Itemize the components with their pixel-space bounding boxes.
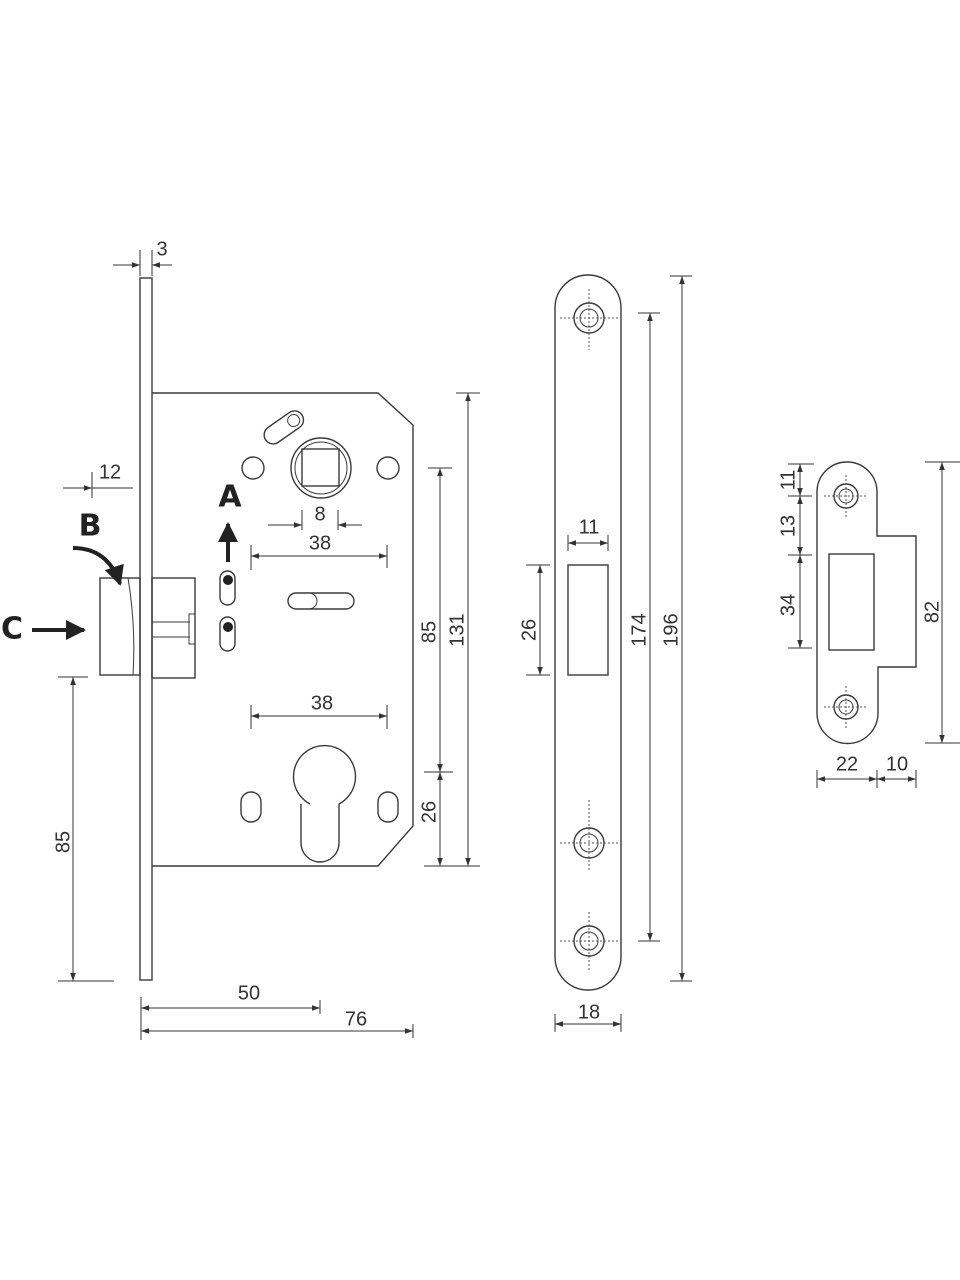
dim-short-strike-widths: 22 10	[816, 753, 917, 788]
svg-text:174: 174	[628, 613, 650, 646]
dim-short-strike-length: 82	[921, 461, 960, 744]
bolt-slot	[219, 570, 236, 652]
screw-hole	[376, 456, 400, 480]
dim-cylinder-holes: 38	[250, 692, 388, 729]
screw-hole	[560, 800, 618, 872]
fixing-slot	[240, 791, 262, 823]
screw-hole	[560, 289, 618, 350]
dim-latch-projection: 12	[63, 461, 133, 498]
long-strike-plate	[554, 274, 622, 991]
arrow-b-icon	[72, 546, 124, 586]
dim-cylinder-to-bottom: 26	[418, 772, 443, 866]
horizontal-slot	[287, 592, 355, 610]
latch-bolt	[99, 577, 196, 679]
euro-cylinder-cutout	[292, 744, 357, 863]
fixing-slot	[377, 791, 399, 823]
svg-text:50: 50	[238, 982, 260, 1004]
svg-text:13: 13	[777, 515, 799, 537]
svg-text:26: 26	[418, 801, 440, 823]
svg-text:3: 3	[156, 238, 167, 260]
dim-strike-width: 18	[554, 1001, 622, 1032]
dim-strike-opening-width: 11	[567, 516, 609, 551]
strike-opening	[828, 553, 875, 651]
tilted-slot	[263, 410, 305, 445]
svg-text:82: 82	[921, 601, 943, 623]
lock-body	[99, 277, 414, 981]
dim-strike-length: 196	[660, 275, 692, 982]
svg-text:22: 22	[836, 753, 858, 775]
dim-case-depth: 76	[141, 1008, 414, 1038]
faceplate	[139, 277, 153, 981]
svg-text:85: 85	[52, 831, 74, 853]
svg-text:11: 11	[777, 470, 799, 491]
dim-faceplate-thickness: 3	[113, 238, 172, 276]
svg-text:8: 8	[314, 503, 325, 525]
svg-text:131: 131	[446, 613, 468, 646]
short-strike-plate	[816, 461, 917, 745]
svg-text:85: 85	[418, 621, 440, 643]
screw-hole	[824, 475, 868, 518]
dim-spindle-square: 8	[268, 503, 362, 530]
svg-text:12: 12	[99, 461, 121, 483]
dim-strike-opening-height: 26	[518, 564, 550, 676]
svg-text:11: 11	[579, 516, 600, 538]
svg-text:26: 26	[518, 619, 540, 641]
svg-text:10: 10	[886, 753, 908, 775]
dim-latch-to-bottom: 85	[52, 676, 114, 982]
label-a: A	[218, 480, 242, 515]
label-c: C	[1, 612, 23, 647]
lock-case	[152, 392, 414, 867]
svg-text:38: 38	[311, 692, 333, 714]
spindle-hub	[290, 437, 352, 499]
dim-short-strike-vertical: 11 13 34	[777, 463, 814, 649]
label-b: B	[79, 509, 102, 544]
svg-text:18: 18	[578, 1001, 600, 1023]
dim-strike-hole-spacing: 174	[628, 312, 660, 942]
svg-text:76: 76	[345, 1008, 367, 1030]
dim-case-height: 131	[424, 392, 480, 867]
strike-opening	[567, 564, 609, 676]
svg-text:34: 34	[777, 594, 799, 616]
dim-spindle-holes: 38	[250, 532, 388, 570]
svg-text:38: 38	[309, 532, 331, 554]
screw-hole	[560, 912, 618, 970]
screw-hole	[241, 456, 265, 480]
svg-text:196: 196	[660, 613, 682, 646]
screw-hole	[824, 686, 868, 729]
